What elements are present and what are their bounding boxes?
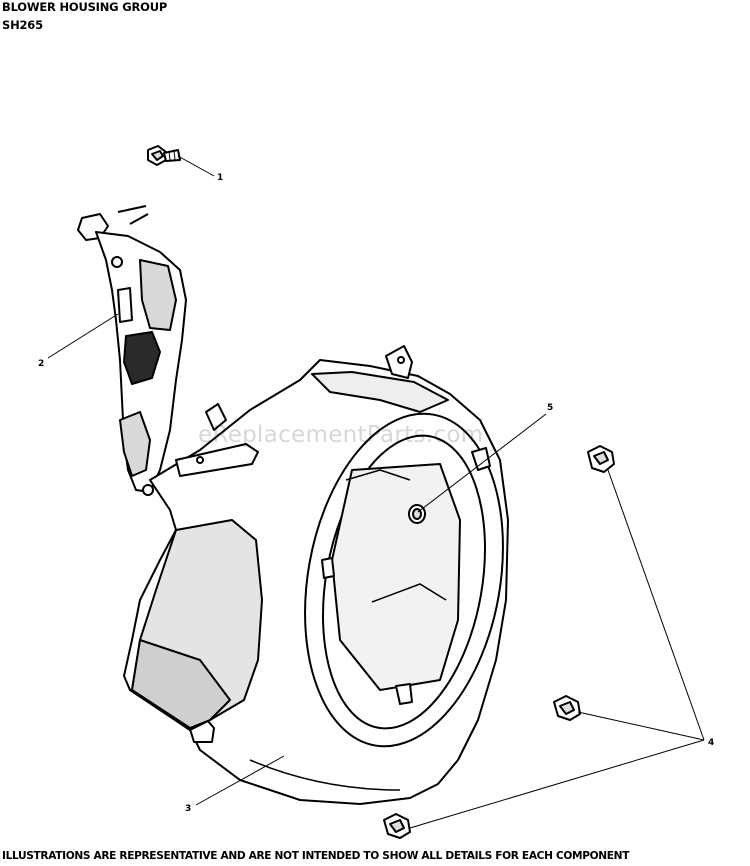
watermark-text: eReplacementParts.com bbox=[198, 422, 484, 448]
model-number: SH265 bbox=[2, 18, 43, 32]
callout-2: 2 bbox=[38, 359, 44, 369]
callout-3: 3 bbox=[185, 804, 191, 814]
callout-1: 1 bbox=[217, 173, 223, 183]
disclaimer-text: ILLUSTRATIONS ARE REPRESENTATIVE AND ARE… bbox=[2, 851, 630, 862]
part-1-bolt bbox=[147, 145, 181, 166]
callout-4: 4 bbox=[708, 738, 714, 748]
callout-5: 5 bbox=[547, 403, 553, 413]
part-4-bolt-upper bbox=[587, 445, 615, 473]
part-4-bolt-middle bbox=[553, 695, 581, 721]
part-2-baffle bbox=[77, 205, 187, 496]
part-3-blower-housing bbox=[123, 345, 509, 805]
diagram-title: BLOWER HOUSING GROUP bbox=[2, 0, 168, 14]
part-4-bolt-lower bbox=[383, 813, 411, 839]
leader-lines bbox=[47, 155, 705, 829]
